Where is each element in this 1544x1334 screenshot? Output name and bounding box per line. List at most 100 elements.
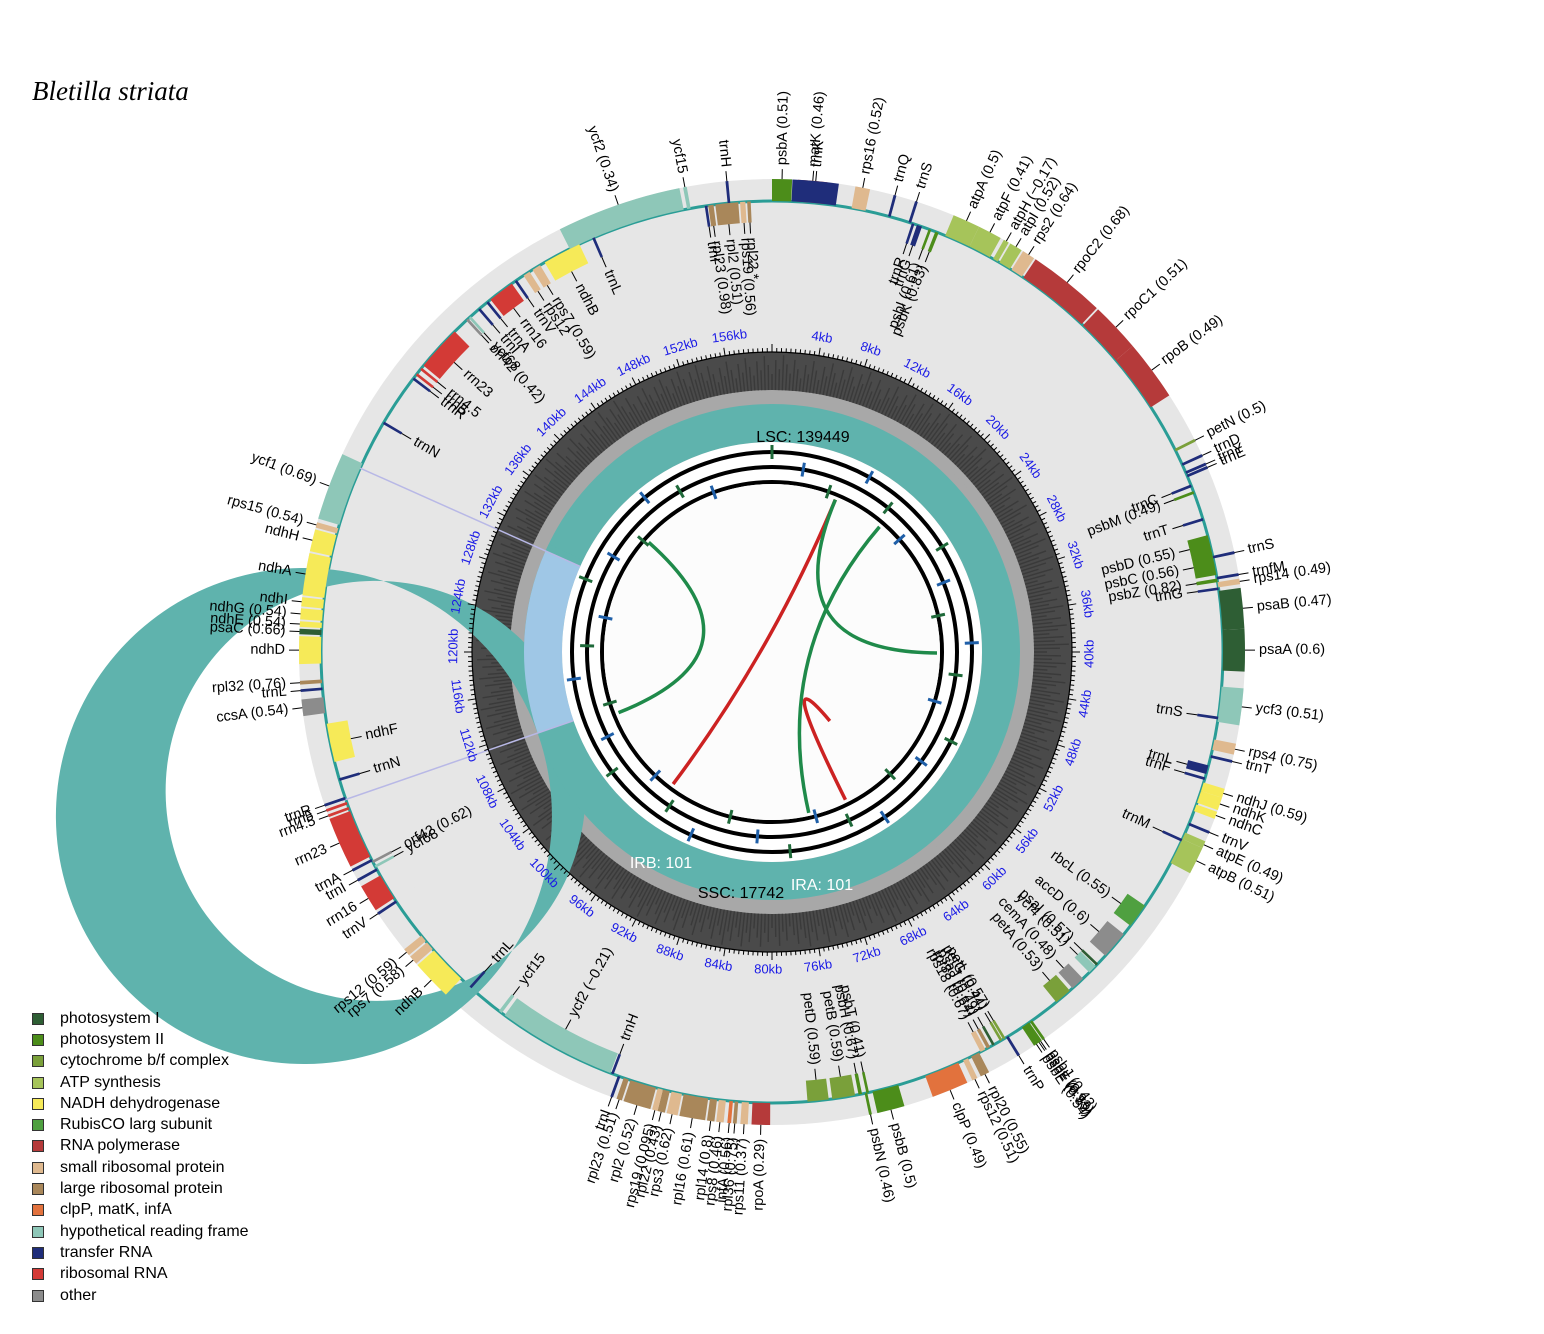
gc-spike bbox=[718, 909, 725, 936]
gc-spike bbox=[629, 878, 642, 899]
gc-spike bbox=[956, 836, 976, 856]
scale-tick bbox=[920, 387, 924, 392]
gene-leader-line bbox=[972, 1019, 979, 1030]
gc-spike bbox=[941, 850, 954, 865]
scale-tick bbox=[1062, 726, 1067, 729]
gene-leader-line bbox=[669, 1114, 673, 1125]
gene-block bbox=[704, 205, 711, 227]
gc-spike bbox=[605, 417, 622, 439]
scale-tick bbox=[467, 698, 476, 701]
gc-spike bbox=[991, 496, 1011, 510]
scale-tick bbox=[560, 867, 564, 871]
gene-block bbox=[299, 628, 322, 636]
gc-spike bbox=[497, 596, 516, 602]
gc-spike bbox=[1013, 751, 1032, 761]
gc-spike bbox=[781, 355, 785, 391]
scale-tick bbox=[540, 454, 545, 458]
gene-block bbox=[299, 636, 322, 665]
gene-label: trnK bbox=[809, 140, 827, 168]
repeat-chord bbox=[802, 697, 847, 801]
repeat-mark bbox=[649, 769, 662, 782]
gene-block bbox=[657, 1089, 670, 1113]
scale-tick bbox=[911, 916, 915, 921]
gc-spike bbox=[908, 403, 925, 429]
gc-spike bbox=[972, 818, 989, 833]
gc-spike bbox=[495, 614, 513, 619]
gc-spike bbox=[653, 386, 667, 413]
gene-block bbox=[1185, 760, 1209, 775]
gc-spike bbox=[1020, 732, 1048, 742]
gc-spike bbox=[507, 729, 522, 735]
gc-spike bbox=[1028, 597, 1043, 602]
gene-leader-line bbox=[437, 381, 447, 390]
scale-tick bbox=[563, 870, 568, 874]
gc-spike bbox=[788, 913, 791, 927]
legend-label: clpP, matK, infA bbox=[60, 1201, 172, 1219]
gc-spike bbox=[534, 510, 548, 519]
gc-spike bbox=[966, 826, 979, 838]
gc-spike bbox=[1025, 580, 1053, 589]
gene-label: psbA (0.51) bbox=[774, 91, 792, 165]
gene-block bbox=[888, 194, 897, 217]
gc-spike bbox=[919, 867, 929, 880]
irb-label: IRB: 101 bbox=[630, 855, 692, 872]
gc-spike bbox=[646, 886, 657, 907]
legend-label: ATP synthesis bbox=[60, 1073, 161, 1091]
gene-leader-line bbox=[319, 481, 330, 487]
scale-label: 8kb bbox=[859, 338, 884, 359]
gene-leader-line bbox=[343, 869, 353, 876]
scale-tick bbox=[553, 433, 561, 441]
gc-spike bbox=[970, 468, 987, 483]
irb-region bbox=[545, 543, 584, 567]
scale-tick bbox=[990, 443, 994, 448]
scale-tick bbox=[894, 374, 898, 379]
gene-leader-line bbox=[974, 1079, 980, 1089]
gc-spike bbox=[620, 875, 636, 899]
gc-spike bbox=[979, 473, 1005, 494]
gene-block bbox=[300, 608, 323, 621]
scale-tick bbox=[924, 390, 928, 395]
gc-spike bbox=[515, 507, 544, 525]
gc-spike bbox=[681, 900, 692, 929]
gc-spike bbox=[871, 389, 882, 411]
gc-spike bbox=[663, 895, 676, 923]
gc-spike bbox=[788, 373, 791, 391]
gc-spike bbox=[741, 372, 746, 392]
gc-spike bbox=[829, 907, 837, 936]
scale-tick bbox=[567, 426, 571, 431]
gene-leader-line bbox=[1234, 549, 1245, 554]
scale-tick bbox=[1008, 835, 1013, 839]
gc-spike bbox=[632, 403, 645, 424]
scale-tick bbox=[496, 779, 501, 782]
scale-tick bbox=[846, 357, 849, 362]
legend-label: hypothetical reading frame bbox=[60, 1222, 249, 1240]
gene-label: trnS bbox=[913, 160, 936, 190]
scale-tick bbox=[1068, 608, 1074, 611]
gc-spike bbox=[480, 702, 516, 711]
gene-block bbox=[327, 806, 350, 818]
gc-spike bbox=[690, 903, 699, 926]
legend-swatch bbox=[32, 1289, 44, 1302]
gc-spike bbox=[497, 570, 521, 579]
gene-leader-line bbox=[1239, 579, 1250, 582]
scale-tick bbox=[1019, 820, 1024, 824]
gc-spike bbox=[946, 443, 960, 458]
gc-spike bbox=[884, 386, 900, 416]
gene-block bbox=[559, 188, 684, 249]
scale-tick bbox=[850, 358, 853, 363]
scale-tick bbox=[1052, 757, 1057, 760]
scale-tick bbox=[999, 454, 1004, 458]
gc-spike bbox=[956, 446, 978, 468]
scale-tick bbox=[951, 891, 955, 896]
gene-block bbox=[1074, 951, 1096, 973]
gene-leader-line bbox=[398, 951, 407, 960]
gc-spike bbox=[500, 604, 514, 609]
gc-spike bbox=[1011, 757, 1034, 769]
gc-spike bbox=[481, 609, 513, 616]
gc-spike bbox=[609, 408, 628, 435]
gc-spike bbox=[936, 855, 952, 874]
gene-label: ndhI bbox=[259, 589, 289, 608]
gc-spike bbox=[1013, 538, 1046, 553]
repeat-mark bbox=[930, 612, 946, 619]
scale-tick bbox=[659, 930, 663, 935]
